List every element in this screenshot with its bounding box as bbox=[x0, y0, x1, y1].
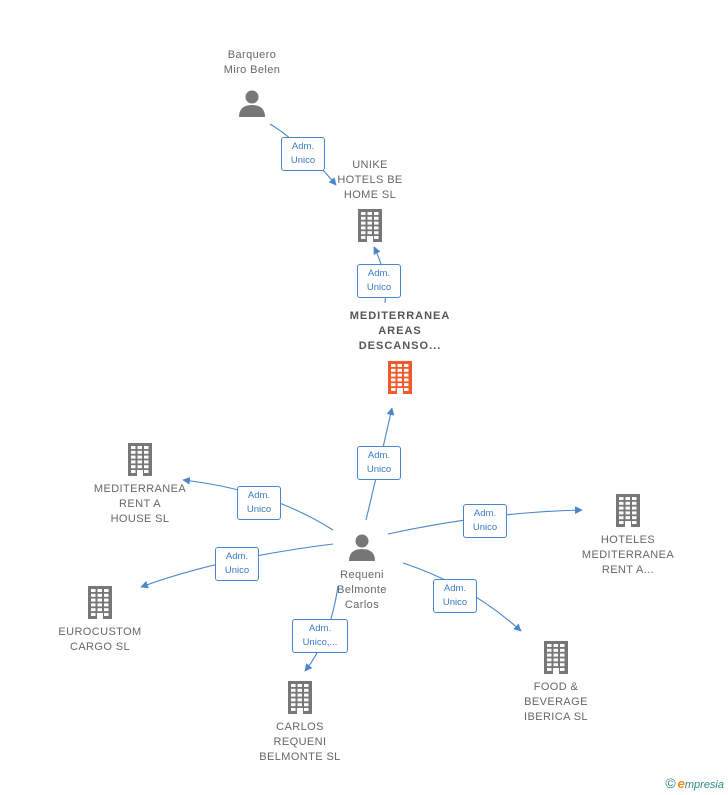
edge-label-e6[interactable]: Adm. Unico bbox=[215, 547, 259, 581]
copyright-icon: © bbox=[665, 775, 676, 791]
building-icon[interactable] bbox=[541, 640, 571, 679]
edge-label-e2[interactable]: Adm. Unico bbox=[357, 264, 401, 298]
person-icon[interactable] bbox=[237, 88, 267, 123]
node-label-eurocustom[interactable]: EUROCUSTOM CARGO SL bbox=[58, 626, 142, 653]
edge-label-e7[interactable]: Adm. Unico bbox=[433, 579, 477, 613]
edge-label-e1[interactable]: Adm. Unico bbox=[281, 137, 325, 171]
node-label-carlos_requeni[interactable]: CARLOS REQUENI BELMONTE SL bbox=[259, 721, 341, 763]
building-icon[interactable] bbox=[355, 208, 385, 247]
node-label-requeni[interactable]: Requeni Belmonte Carlos bbox=[337, 569, 387, 611]
person-icon[interactable] bbox=[347, 532, 377, 567]
edge-label-e4[interactable]: Adm. Unico bbox=[237, 486, 281, 520]
node-label-med_rent_house[interactable]: MEDITERRANEA RENT A HOUSE SL bbox=[93, 483, 187, 525]
brand-name: mpresia bbox=[684, 779, 724, 791]
node-label-unike[interactable]: UNIKE HOTELS BE HOME SL bbox=[337, 159, 403, 201]
node-label-mediterranea_areas[interactable]: MEDITERRANEA AREAS DESCANSO... bbox=[349, 310, 451, 352]
building-icon[interactable] bbox=[125, 442, 155, 481]
edge-label-e3[interactable]: Adm. Unico bbox=[357, 446, 401, 480]
building-focus-icon[interactable] bbox=[385, 360, 415, 399]
edge-label-e8[interactable]: Adm. Unico,... bbox=[292, 619, 348, 653]
empresia-logo: ©empresia bbox=[665, 775, 724, 791]
node-label-food_beverage[interactable]: FOOD & BEVERAGE IBERICA SL bbox=[524, 681, 588, 723]
brand-e-letter: e bbox=[677, 776, 685, 791]
building-icon[interactable] bbox=[85, 585, 115, 624]
node-label-hoteles_med[interactable]: HOTELES MEDITERRANEA RENT A... bbox=[581, 534, 675, 576]
building-icon[interactable] bbox=[613, 493, 643, 532]
node-label-barquero[interactable]: Barquero Miro Belen bbox=[223, 49, 281, 76]
building-icon[interactable] bbox=[285, 680, 315, 719]
edge-label-e5[interactable]: Adm. Unico bbox=[463, 504, 507, 538]
